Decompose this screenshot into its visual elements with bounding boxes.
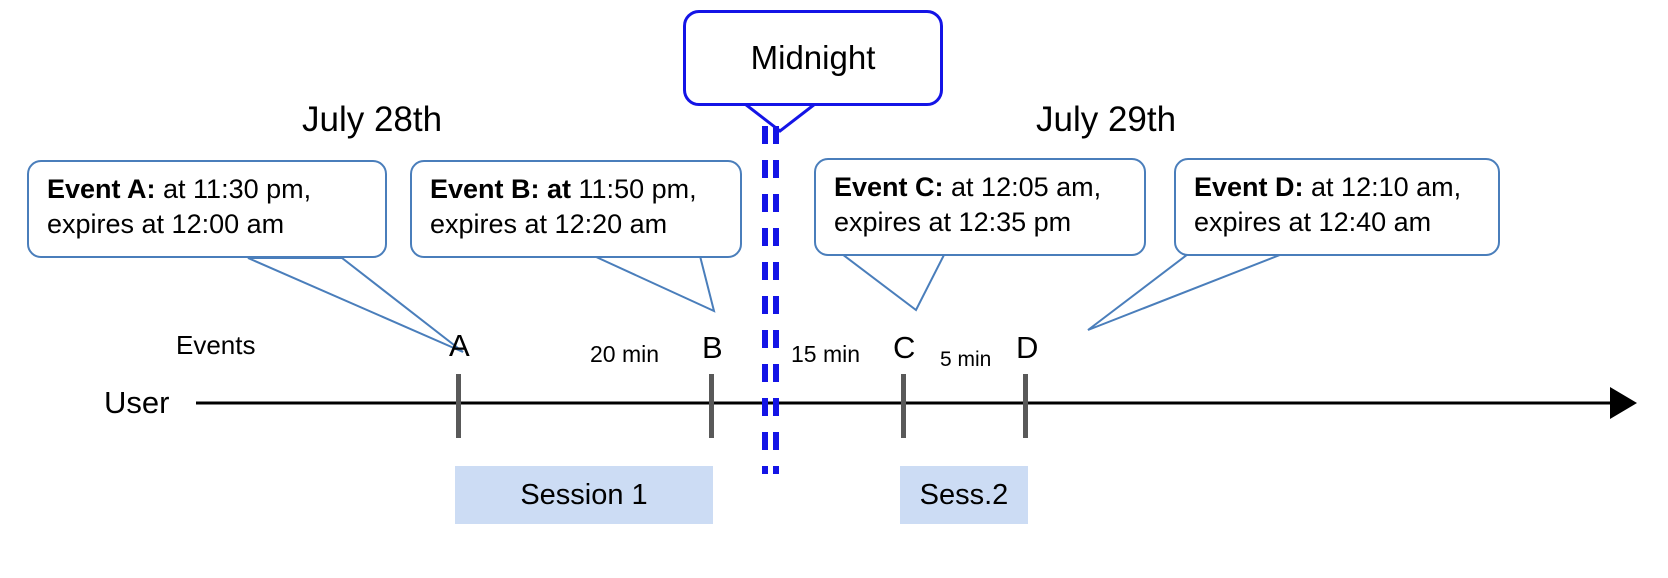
- midnight-callout: Midnight: [683, 10, 943, 106]
- callout-tail-a: [247, 257, 464, 353]
- user-label-text: User: [104, 385, 170, 420]
- tick-a-text: A: [449, 328, 470, 363]
- midnight-divider-line-right: [773, 126, 779, 474]
- callout-b-expiry: expires at 12:20 am: [430, 208, 668, 239]
- interval-label-ab: 20 min: [590, 341, 659, 368]
- midnight-label: Midnight: [750, 39, 876, 76]
- tick-mark-a: [456, 374, 461, 438]
- tick-letter-c: C: [893, 330, 915, 366]
- session-2-label: Sess.2: [919, 478, 1009, 511]
- callout-d-expiry: expires at 12:40 am: [1194, 206, 1432, 237]
- tick-letter-b: B: [702, 330, 723, 366]
- callout-d-label: Event D:: [1194, 172, 1304, 202]
- tick-b-text: B: [702, 330, 723, 365]
- tick-mark-b: [709, 374, 714, 438]
- callout-tail-d: [1087, 250, 1291, 331]
- callout-c-label: Event C:: [834, 172, 944, 202]
- callout-event-d: Event D: at 12:10 am, expires at 12:40 a…: [1174, 158, 1500, 256]
- tick-mark-c: [901, 374, 906, 438]
- callout-event-b: Event B: at 11:50 pm, expires at 12:20 a…: [410, 160, 742, 258]
- date-left-text: July 28th: [302, 100, 443, 139]
- events-label-text: Events: [176, 330, 256, 360]
- callout-b-time: 11:50 pm,: [571, 174, 697, 204]
- tick-letter-d: D: [1016, 330, 1038, 366]
- interval-bc-text: 15 min: [791, 341, 861, 367]
- callout-b-label: Event B: at: [430, 174, 572, 204]
- callout-c-time: at 12:05 am,: [943, 172, 1102, 202]
- callout-tail-b: [593, 255, 716, 313]
- callout-a-expiry: expires at 12:00 am: [47, 208, 285, 239]
- date-label-july-28: July 28th: [302, 100, 442, 140]
- callout-c-expiry: expires at 12:35 pm: [834, 206, 1072, 237]
- callout-d-time: at 12:10 am,: [1303, 172, 1462, 202]
- timeline-arrowhead: [1610, 387, 1637, 419]
- interval-ab-text: 20 min: [590, 341, 660, 367]
- callout-a-time: at 11:30 pm,: [155, 174, 312, 204]
- midnight-divider-line-left: [762, 126, 768, 474]
- callout-tail-c: [835, 250, 948, 312]
- session-block-2: Sess.2: [900, 466, 1028, 524]
- row-label-user: User: [104, 385, 169, 421]
- interval-label-cd: 5 min: [940, 348, 991, 372]
- session-block-1: Session 1: [455, 466, 713, 524]
- tick-c-text: C: [893, 330, 916, 365]
- date-right-text: July 29th: [1036, 100, 1177, 139]
- callout-event-c: Event C: at 12:05 am, expires at 12:35 p…: [814, 158, 1146, 256]
- interval-cd-text: 5 min: [940, 348, 992, 371]
- session-1-label: Session 1: [520, 478, 648, 511]
- row-label-events: Events: [176, 330, 256, 361]
- callout-a-label: Event A:: [47, 174, 156, 204]
- tick-mark-d: [1023, 374, 1028, 438]
- tick-letter-a: A: [449, 328, 470, 364]
- tick-d-text: D: [1016, 330, 1039, 365]
- interval-label-bc: 15 min: [791, 341, 860, 368]
- midnight-bubble-tail: [744, 102, 816, 133]
- callout-event-a: Event A: at 11:30 pm, expires at 12:00 a…: [27, 160, 387, 258]
- date-label-july-29: July 29th: [1036, 100, 1176, 140]
